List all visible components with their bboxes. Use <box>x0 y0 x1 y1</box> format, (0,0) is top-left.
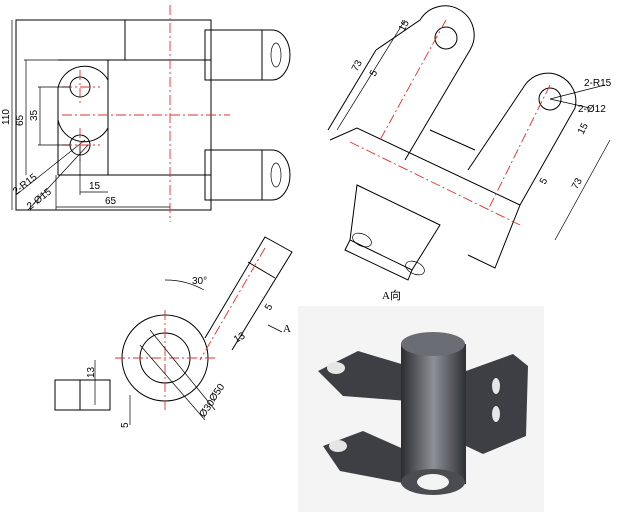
iso-hole-note: 2-Ø12 <box>578 104 606 115</box>
iso-base <box>349 184 441 271</box>
iso-base-hole <box>352 232 372 248</box>
hole-note: 2-Ø15 <box>25 186 54 212</box>
iso-dim-5-left: 5 <box>368 68 381 78</box>
centerline <box>349 141 521 226</box>
dim-65-vertical: 65 <box>15 114 26 126</box>
top-dim-13: 13 <box>232 330 248 345</box>
view-a-label: A向 <box>382 288 401 302</box>
iso-view: 73 73 15 15 5 5 2-R15 2-Ø12 <box>327 5 612 281</box>
front-lug <box>57 65 109 175</box>
top-arm <box>204 236 293 351</box>
front-boss-hole <box>270 162 282 188</box>
iso-hole-right <box>538 87 562 111</box>
dim-35: 35 <box>29 109 40 121</box>
leader <box>549 98 591 109</box>
leader <box>15 139 86 196</box>
front-boss-hole <box>270 42 282 68</box>
iso-dim-73-left: 73 <box>350 58 365 73</box>
arrow-a <box>267 324 283 333</box>
iso-dim-15-top: 15 <box>397 18 412 33</box>
render-cylinder <box>401 344 466 484</box>
leader <box>27 144 89 211</box>
angle-arc <box>164 279 205 291</box>
centerline <box>199 247 266 361</box>
front-boss-lower <box>204 149 291 201</box>
centerline <box>379 19 447 141</box>
iso-base-side <box>344 239 413 281</box>
top-arm-edge <box>247 261 276 279</box>
iso-radius-note: 2-R15 <box>584 78 612 89</box>
render-side-plate <box>466 354 528 454</box>
part-render <box>298 306 544 512</box>
iso-edge <box>429 129 476 151</box>
leader <box>139 344 206 421</box>
dim-line <box>554 139 611 241</box>
top-dim-5: 5 <box>263 302 276 313</box>
leader <box>149 329 216 411</box>
dim-15: 15 <box>89 181 101 192</box>
dim-line <box>336 19 406 131</box>
dim-110: 110 <box>1 109 12 125</box>
dim-65-horizontal: 65 <box>105 196 117 207</box>
iso-dim-73-right: 73 <box>570 176 585 191</box>
render-cylinder-top <box>401 332 465 356</box>
arrow-a-label: A <box>283 323 291 335</box>
render-bore <box>417 474 449 490</box>
front-boss-upper <box>204 29 291 81</box>
front-outline <box>15 19 212 211</box>
front-view: 110 65 35 65 15 2-R15 2-Ø15 <box>1 5 291 222</box>
render-view <box>298 306 544 512</box>
iso-body <box>329 127 521 269</box>
centerline <box>487 84 551 211</box>
top-view: 30° 5 13 Ø50 Ø30 13 5 A <box>54 236 293 428</box>
leader <box>549 84 606 100</box>
iso-base-hole <box>405 260 425 276</box>
iso-arm-right <box>467 72 577 206</box>
iso-hole-left <box>434 26 458 50</box>
top-dim-5-vertical: 5 <box>120 422 131 428</box>
iso-arm-left <box>375 5 475 161</box>
top-dim-13-vertical: 13 <box>86 366 97 378</box>
iso-dim-5-right: 5 <box>538 176 551 186</box>
top-angle: 30° <box>192 276 207 287</box>
radius-note: 2-R15 <box>11 172 40 198</box>
front-lug <box>57 119 109 143</box>
iso-arm-left-edge <box>327 49 377 131</box>
iso-dim-15-right: 15 <box>576 121 591 136</box>
top-lug <box>54 379 111 411</box>
